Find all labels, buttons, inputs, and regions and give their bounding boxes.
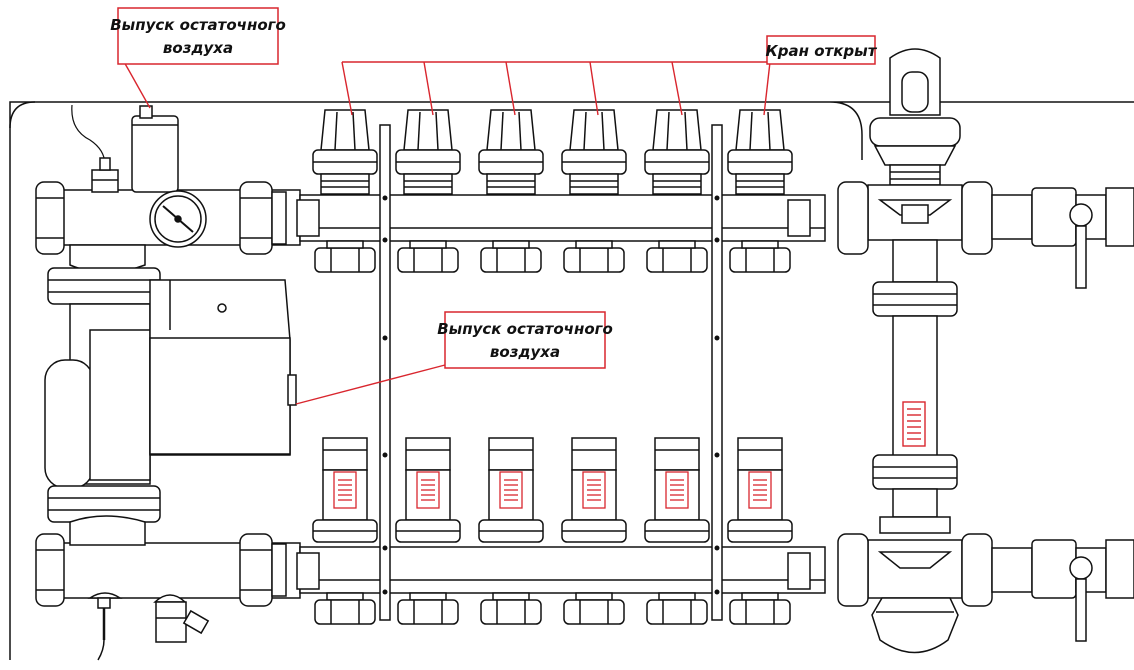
flowmeter-scale-frame — [333, 471, 357, 509]
valve-base — [486, 173, 536, 195]
outlet-nut-top — [314, 247, 376, 273]
valve-cap — [569, 109, 619, 151]
outlet-neck-top — [741, 240, 779, 249]
circulation-pump — [44, 244, 297, 546]
callout-boxes — [117, 7, 876, 369]
callout-air-vent-pump-line1: Выпуск остаточного — [437, 320, 613, 338]
outlet-nut-bottom — [646, 599, 708, 625]
flowmeter-scale — [582, 471, 606, 509]
valve-cap-rib — [435, 111, 439, 151]
outlet-nut-bottom — [480, 599, 542, 625]
bracket-bolts — [382, 195, 720, 595]
outlet-neck-top — [409, 240, 447, 249]
flowmeter-top — [405, 437, 451, 471]
valve-cap — [403, 109, 453, 151]
outlet-neck-top — [492, 240, 530, 249]
circuit-5 — [644, 109, 710, 625]
callout-valve-open: Кран открыт — [766, 42, 878, 60]
circuit-1 — [312, 109, 378, 625]
circuit-6 — [727, 109, 793, 625]
circuit-4 — [561, 109, 627, 625]
right-assembly — [837, 48, 1134, 654]
flowmeter-scale-frame — [499, 471, 523, 509]
valve-cap-rib — [666, 111, 670, 151]
valve-base — [569, 173, 619, 195]
flowmeter-scale-frame — [416, 471, 440, 509]
outlet-nut-bottom — [729, 599, 791, 625]
outlet-neck-top — [658, 240, 696, 249]
flowmeter-scale — [665, 471, 689, 509]
valve-cap — [486, 109, 536, 151]
outlet-neck-bottom — [409, 592, 447, 601]
outlet-neck-bottom — [575, 592, 613, 601]
outlet-neck-top — [326, 240, 364, 249]
valve-cap-rib — [518, 111, 522, 151]
flowmeter-top — [654, 437, 700, 471]
outlet-nut-bottom — [397, 599, 459, 625]
outlet-nut-bottom — [314, 599, 376, 625]
callout-box-valve-open — [766, 35, 876, 65]
valve-cap-rib — [749, 111, 753, 151]
valve-base — [735, 173, 785, 195]
outlet-nut-top — [646, 247, 708, 273]
valve-base — [320, 173, 370, 195]
pressure-gauge — [149, 190, 207, 248]
support-brackets — [379, 124, 723, 621]
flowmeter-scale — [499, 471, 523, 509]
flowmeter-top — [737, 437, 783, 471]
outlet-neck-bottom — [658, 592, 696, 601]
callout-lines — [122, 59, 771, 405]
valve-cap-rib — [684, 111, 688, 151]
valve-cap-rib — [583, 111, 587, 151]
bypass-flowmeter-scale — [902, 401, 926, 447]
circuit-3 — [478, 109, 544, 625]
flowmeter-scale — [416, 471, 440, 509]
flowmeter-scale-frame — [665, 471, 689, 509]
valve-cap-rib — [767, 111, 771, 151]
flowmeter-scale-frame — [748, 471, 772, 509]
outlet-neck-bottom — [326, 592, 364, 601]
callout-air-vent-top-line1: Выпуск остаточного — [110, 16, 286, 34]
outlet-neck-bottom — [741, 592, 779, 601]
mounting-plate-corner — [9, 101, 36, 129]
flowmeter-top — [322, 437, 368, 471]
outlet-nut-top — [563, 247, 625, 273]
flowmeter-scale — [748, 471, 772, 509]
sensor-cable — [71, 104, 106, 166]
flowmeter-body — [654, 469, 700, 521]
valve-cap-rib — [500, 111, 504, 151]
valve-cap-rib — [334, 111, 338, 151]
callout-box-air-vent-pump — [444, 311, 606, 369]
left-end-nuts — [35, 181, 287, 607]
valve-base — [403, 173, 453, 195]
valve-cap — [320, 109, 370, 151]
valve-cap-rib — [352, 111, 356, 151]
outlet-neck-bottom — [492, 592, 530, 601]
circuit-2 — [395, 109, 461, 625]
outlet-nut-top — [729, 247, 791, 273]
callout-air-vent-top-line2: воздуха — [163, 39, 233, 57]
outlet-neck-top — [575, 240, 613, 249]
flowmeter-top — [488, 437, 534, 471]
valve-cap — [652, 109, 702, 151]
valve-cap-rib — [417, 111, 421, 151]
valve-cap — [735, 109, 785, 151]
outlet-nut-top — [480, 247, 542, 273]
return-manifold — [59, 542, 826, 599]
valve-base — [652, 173, 702, 195]
outlet-nut-top — [397, 247, 459, 273]
flowmeter-scale — [333, 471, 357, 509]
circuits-group — [312, 109, 793, 625]
outlet-nut-bottom — [563, 599, 625, 625]
callout-box-air-vent-top — [117, 7, 279, 65]
flowmeter-scale-frame — [582, 471, 606, 509]
flowmeter-top — [571, 437, 617, 471]
air-vent-top — [91, 105, 179, 193]
callout-air-vent-pump-line2: воздуха — [490, 343, 560, 361]
drain-fittings — [87, 592, 210, 661]
valve-cap-rib — [601, 111, 605, 151]
